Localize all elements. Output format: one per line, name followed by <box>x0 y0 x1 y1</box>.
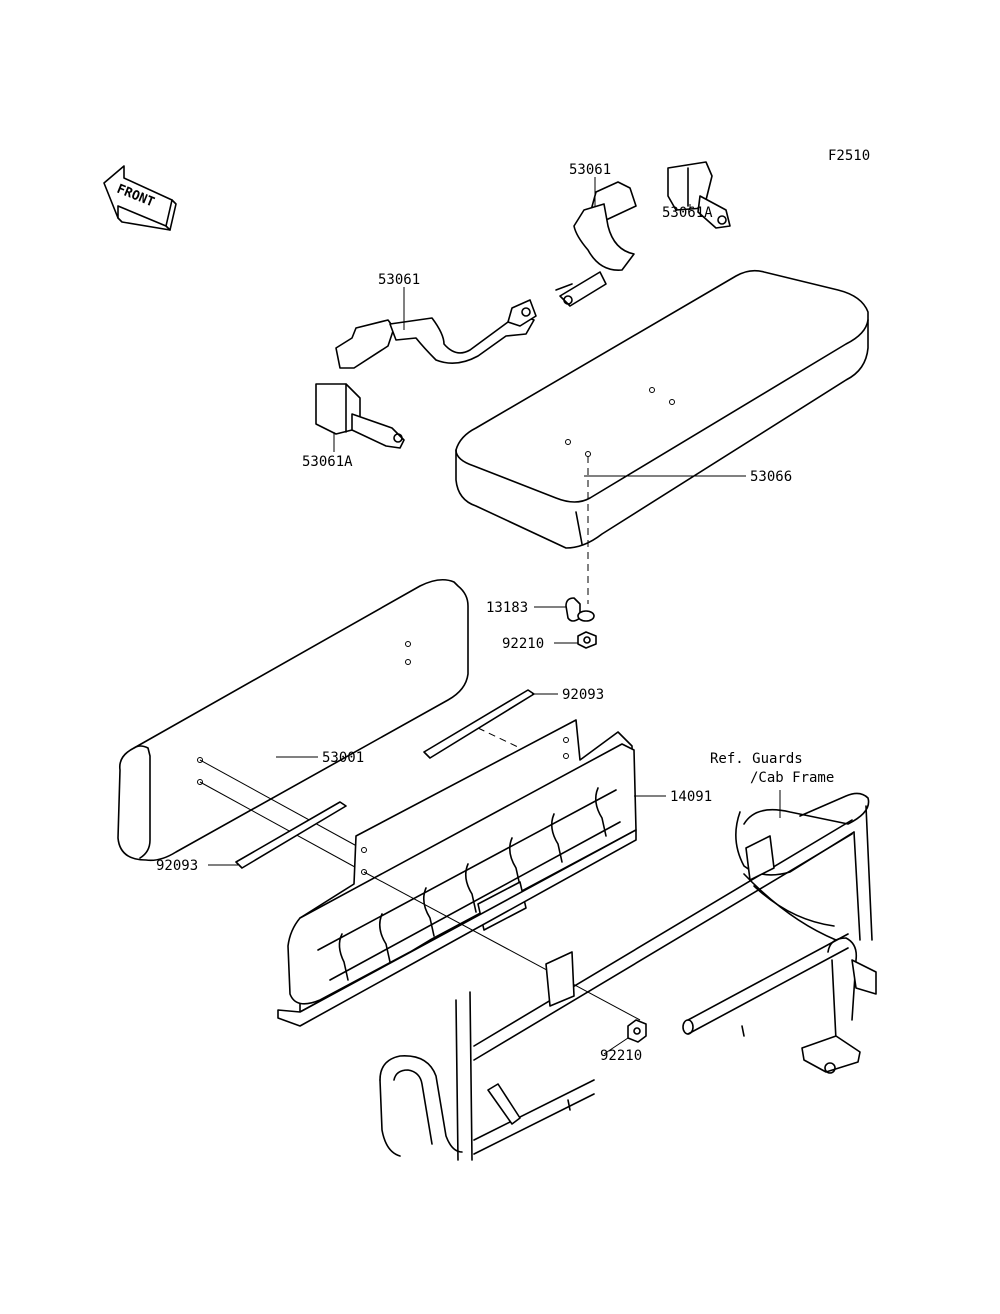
label-nut-lower: 92210 <box>600 1048 642 1064</box>
seat-back <box>117 578 469 873</box>
seat-base <box>277 719 641 1027</box>
label-bracket-upper: 53061A <box>662 205 713 221</box>
label-seat-cushion: 53066 <box>750 469 792 485</box>
label-strap-upper: 53061 <box>569 162 611 178</box>
label-reference-1: Ref. Guards <box>710 751 803 767</box>
front-arrow-icon: FRONT <box>103 165 177 231</box>
leader-lines <box>208 177 746 1055</box>
cab-frame <box>379 790 877 1161</box>
label-nut-upper: 92210 <box>502 636 544 652</box>
label-clamp: 13183 <box>486 600 528 616</box>
label-spacer-lower: 92093 <box>156 858 198 874</box>
clamp <box>565 597 595 622</box>
label-seat-back: 53001 <box>322 750 364 766</box>
label-spacer-upper: 92093 <box>562 687 604 703</box>
label-strap-lower: 53061 <box>378 272 420 288</box>
strap-upper <box>555 181 637 307</box>
nut-lower <box>627 1019 647 1043</box>
spacer-lower <box>235 801 347 869</box>
label-reference-2: /Cab Frame <box>750 770 834 786</box>
bracket-lower <box>315 383 405 449</box>
label-bracket-lower: 53061A <box>302 454 353 470</box>
seat-cushion <box>455 269 869 604</box>
label-seat-base: 14091 <box>670 789 712 805</box>
bracket-upper <box>667 161 731 229</box>
figure-code: F2510 <box>828 148 870 164</box>
nut-upper <box>577 631 597 649</box>
strap-lower <box>335 299 537 369</box>
